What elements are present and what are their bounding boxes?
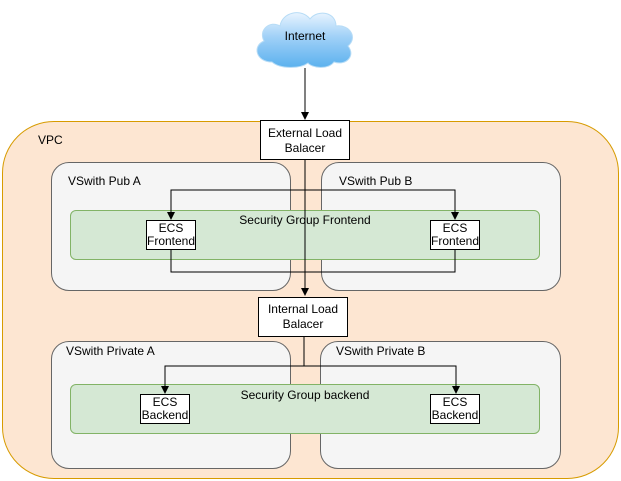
ecs-frontend-b-line2: Frontend [431,234,480,248]
ecs-backend-a-line1: ECS [152,395,178,409]
vswitch-pub-a-label: VSwith Pub A [68,174,141,188]
internal-lb-line1: Internal Load [267,302,339,316]
internet-label: Internet [284,29,326,43]
ecs-frontend-a-line1: ECS [158,221,184,235]
cloud-icon [256,12,353,68]
edge-external-lb-to-frontend-b [305,189,459,220]
ecs-backend-b-line1: ECS [442,395,468,409]
vswitch-private-a-label: VSwith Private A [66,344,155,358]
external-lb-line2: Balacer [284,141,326,155]
ecs-backend-a-line2: Backend [141,408,189,422]
ecs-frontend-b-line1: ECS [442,221,468,235]
edge-internal-lb-to-backend-b [304,365,460,394]
ecs-backend-b-line2: Backend [431,408,479,422]
ecs-frontend-a[interactable]: ECS Frontend [146,220,196,250]
ecs-backend-b[interactable]: ECS Backend [430,394,480,424]
edge-internal-lb-to-backend-a [161,365,304,394]
internal-load-balancer[interactable]: Internal Load Balacer [258,297,348,337]
ecs-backend-a[interactable]: ECS Backend [140,394,190,424]
ecs-frontend-a-line2: Frontend [147,234,196,248]
edge-frontend-b-to-internal-lb [305,250,456,273]
external-load-balancer[interactable]: External Load Balacer [260,120,350,160]
edge-frontend-a-to-internal-lb [170,250,305,273]
external-lb-line1: External Load [267,126,343,140]
ecs-frontend-b[interactable]: ECS Frontend [430,220,480,250]
vswitch-private-b-label: VSwith Private B [336,344,426,358]
edge-external-lb-to-frontend-a [167,189,305,220]
security-group-backend-label: Security Group backend [240,388,370,402]
internal-lb-line2: Balacer [282,317,324,331]
vswitch-pub-b-label: VSwith Pub B [339,174,413,188]
vpc-label: VPC [38,133,63,147]
